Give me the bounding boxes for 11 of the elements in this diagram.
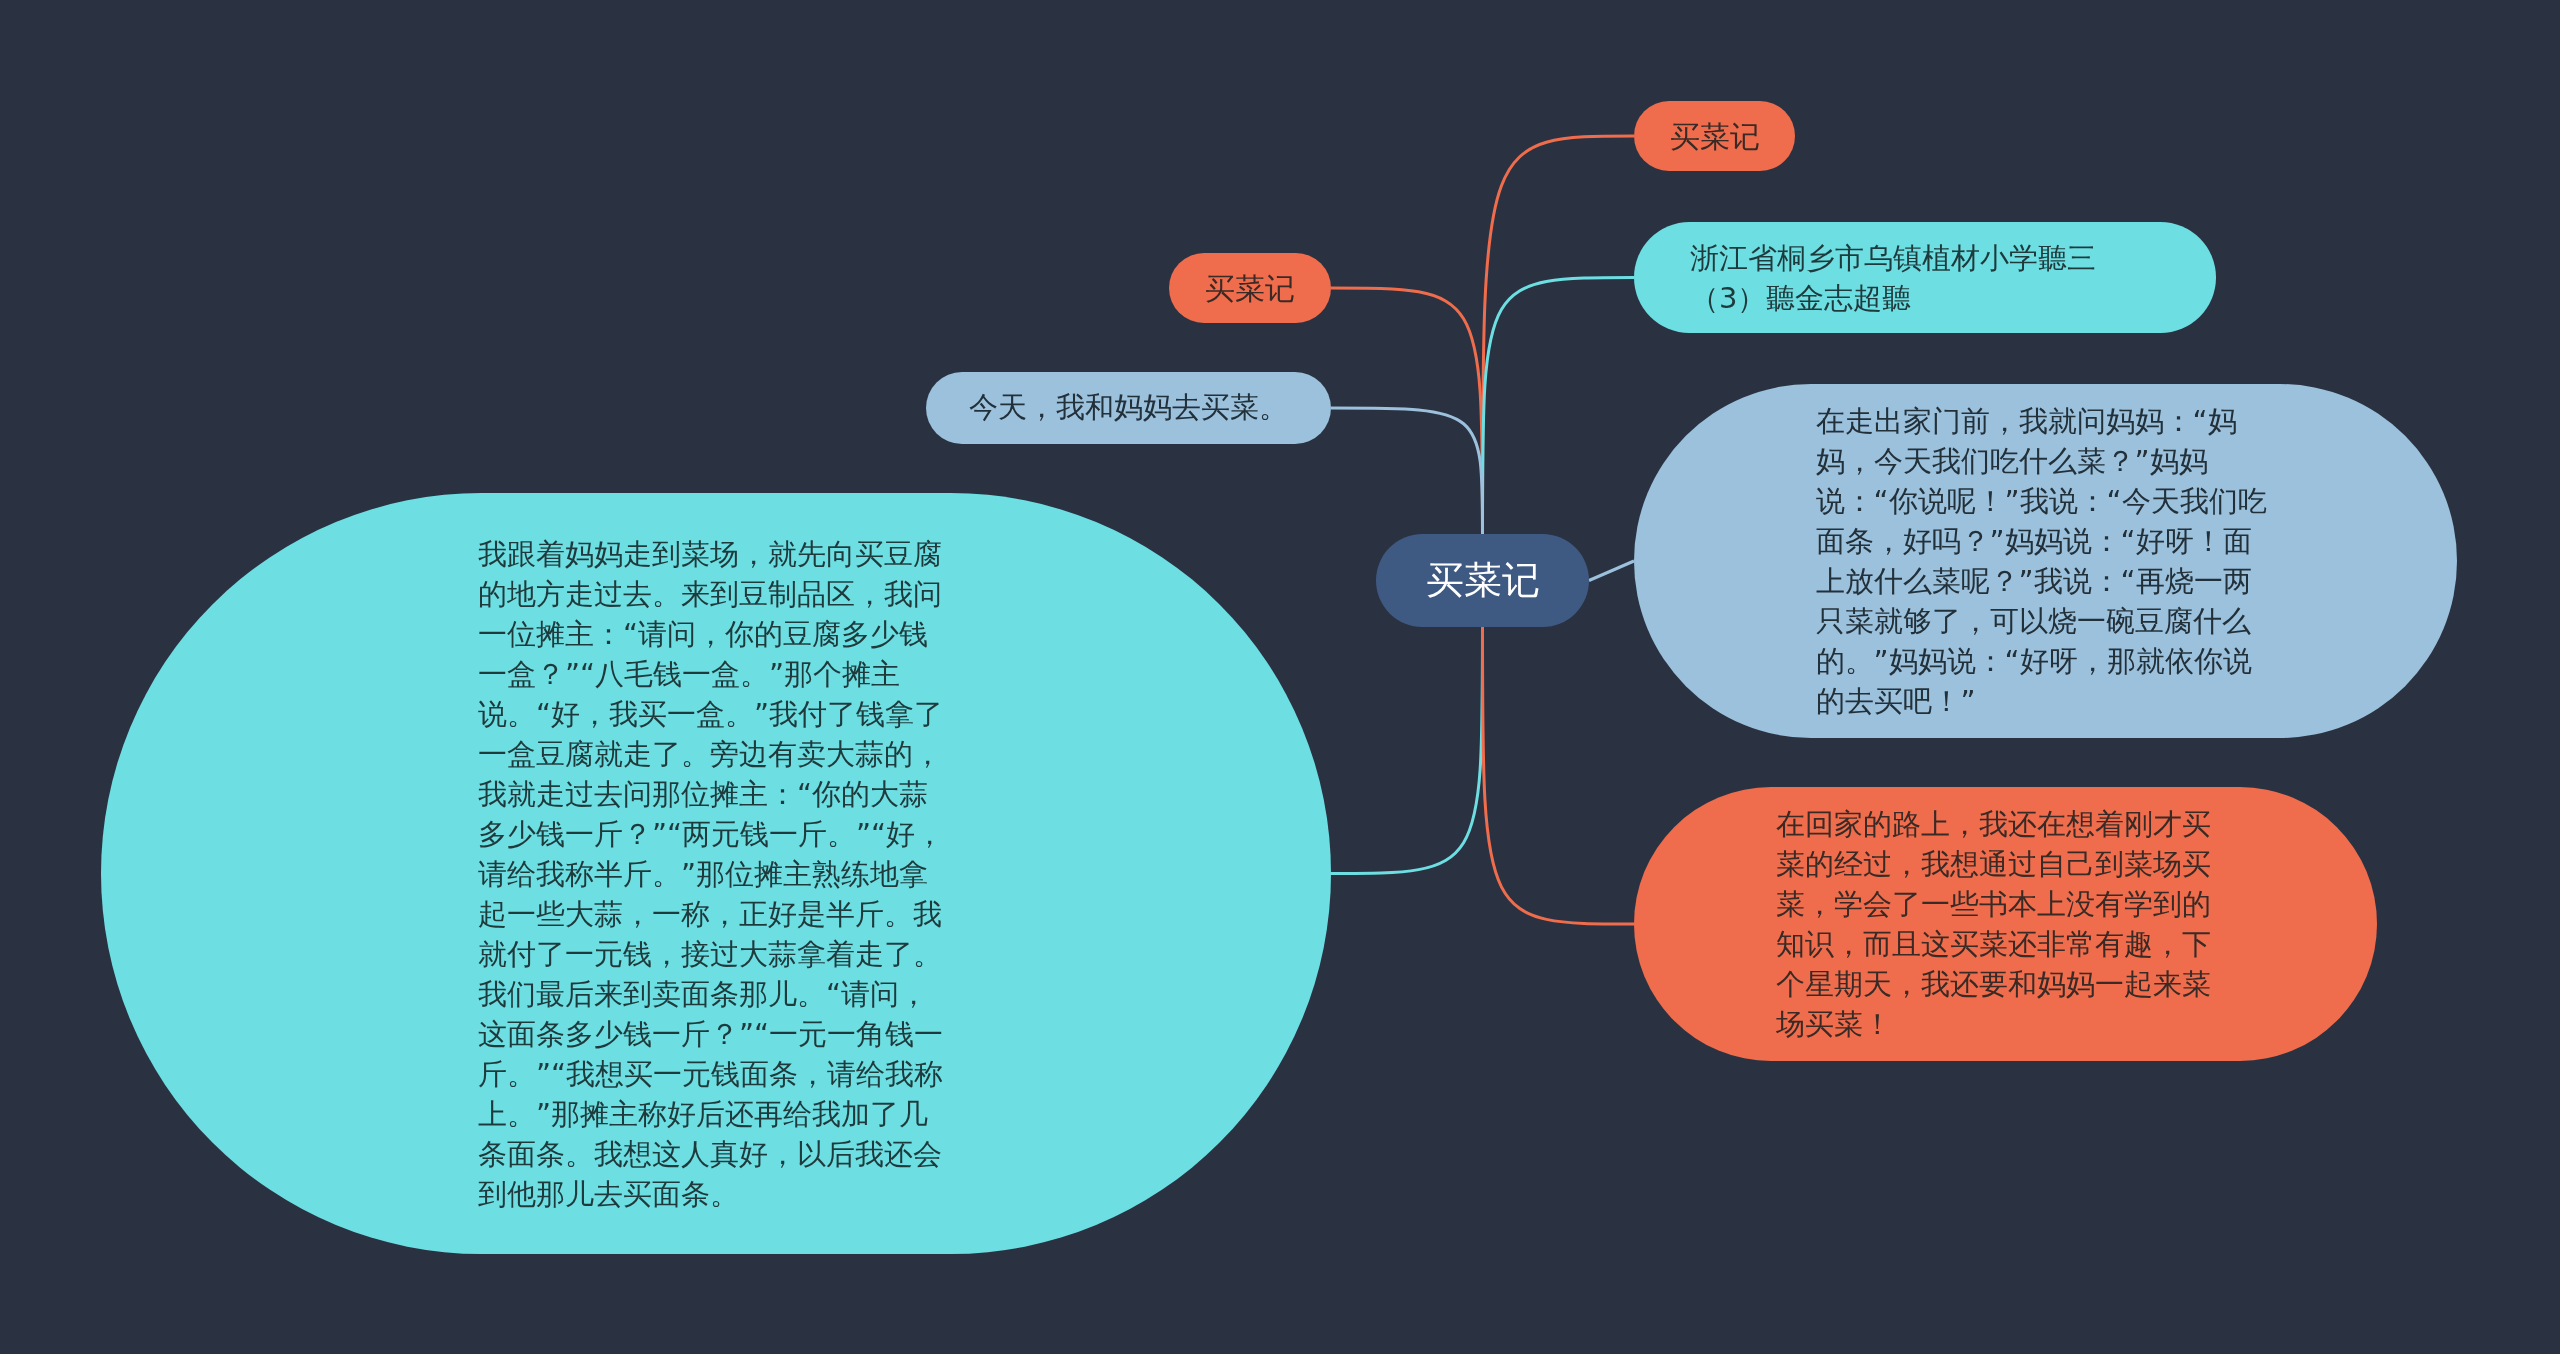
topic-text: 在回家的路上，我还在想着刚才买菜的经过，我想通过自己到菜场买菜，学会了一些书本上没有学到的知识，而且这买菜还非常有趣，下个星期天，我还要和妈妈一起来菜场买菜！ xyxy=(1775,806,2212,1043)
topic-text: 在走出家门前，我就问妈妈：“妈妈，今天我们吃什么菜？”妈妈说：“你说呢！”我说：“今天我们吃面条，好吗？”妈妈说：“好呀！面上放什么菜呢？”我说：“再烧一两只菜就够了，可以烧一碗豆腐什么的。”妈妈说：“好呀，那就依你说的去买吧！” xyxy=(1815,403,2268,720)
connector-line xyxy=(1331,406,1484,534)
connector-line xyxy=(1588,559,1635,582)
topic-text: 买菜记 xyxy=(1425,557,1540,604)
topic-text: 我跟着妈妈走到菜场，就先向买豆腐的地方走过去。来到豆制品区，我问一位摊主：“请问，你的豆腐多少钱一盒？”“八毛钱一盒。”那个摊主说。“好，我买一盒。”我付了钱拿了一盒豆腐就走了。旁边有卖大蒜的，我就走过去问那位摊主：“你的大蒜多少钱一斤？”“两元钱一斤。”“好，请给我称半斤。”那位摊主熟练地拿起一些大蒜，一称，正好是半斤。我就付了一元钱，接过大蒜拿着走了。我们最后来到卖面条那儿。“请问，这面条多少钱一斤？”“一元一角钱一斤。”“我想买一元钱面条，请给我称上。”那摊主称好后还再给我加了几条面条。我想这人真好，以后我还会到他那儿去买面条。 xyxy=(478,535,946,1213)
topic-text: 今天，我和妈妈去买菜。 xyxy=(969,389,1288,427)
topic-text: 买菜记 xyxy=(1205,269,1295,308)
connector-line xyxy=(1481,627,1634,926)
topic-text: 买菜记 xyxy=(1669,117,1760,156)
topic-text: 浙江省桐乡市乌镇植材小学聽三（3）聽金志超聽 xyxy=(1690,239,2097,317)
